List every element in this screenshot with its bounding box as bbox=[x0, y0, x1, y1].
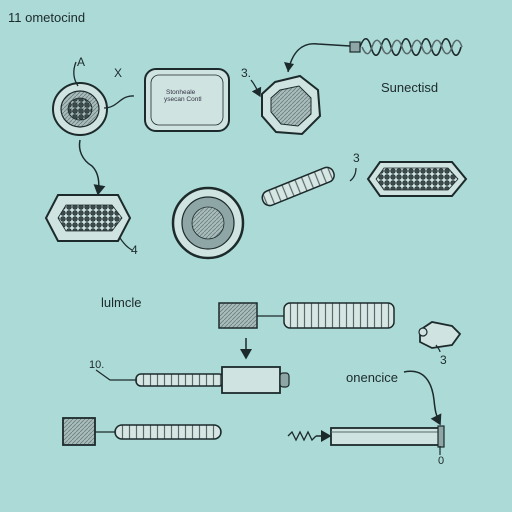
box-text-line2: ysecan Contl bbox=[164, 96, 202, 103]
octagon-cell-shape bbox=[261, 74, 322, 136]
arrow-down-left bbox=[78, 139, 106, 196]
label-4: 4 bbox=[131, 243, 138, 257]
diagram-title: 11 ometocind bbox=[8, 10, 86, 25]
plunger-assembly-shape bbox=[287, 425, 445, 448]
label-onencice: onencice bbox=[346, 370, 399, 385]
label-sunectisd: Sunectisd bbox=[381, 80, 439, 95]
label-3-top: 3. bbox=[241, 66, 252, 80]
label-0: 0 bbox=[438, 455, 445, 467]
label-3-low: 3 bbox=[440, 353, 447, 367]
long-rod-shape bbox=[95, 366, 290, 394]
label-10: 10. bbox=[89, 359, 105, 371]
coil-spring-shape bbox=[359, 37, 463, 57]
lower-rod-shape bbox=[62, 417, 222, 446]
arrow-to-coil bbox=[287, 43, 351, 73]
text-box-shape bbox=[144, 68, 230, 132]
label-a-leader bbox=[73, 61, 79, 87]
hexagon-dotted-shape bbox=[366, 161, 468, 197]
twisted-spring-shape bbox=[261, 166, 335, 207]
label-a: A bbox=[77, 55, 86, 69]
label-x: X bbox=[114, 66, 123, 80]
round-disc-shape bbox=[171, 186, 245, 260]
muscle-fiber-shape bbox=[218, 302, 395, 329]
arrow-onencice bbox=[403, 370, 442, 426]
cell-nucleus-shape bbox=[52, 82, 108, 136]
hexagon-rod-shape bbox=[44, 194, 132, 242]
label-muscle: lulmcle bbox=[101, 295, 142, 310]
small-organelle-shape bbox=[418, 321, 462, 349]
box-text-line1: Stonheale bbox=[166, 89, 196, 96]
label-3-mid: 3 bbox=[353, 151, 360, 165]
cell-connector-line bbox=[103, 95, 135, 109]
